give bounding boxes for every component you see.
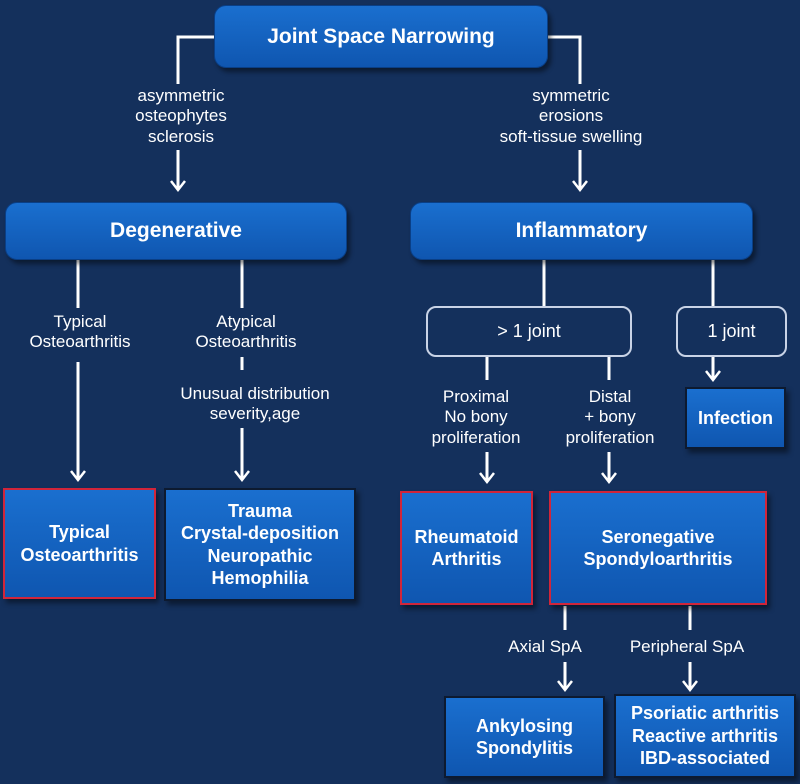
edge-root-inflammatory <box>548 35 582 84</box>
rheumatoid-arthritis-result: Rheumatoid Arthritis <box>400 491 533 605</box>
axial-spa-label: Axial SpA <box>508 637 582 656</box>
left-branch-criteria: asymmetric osteophytes sclerosis <box>135 86 227 146</box>
root-label: Joint Space Narrowing <box>267 24 495 48</box>
atypical-distribution-criteria: Unusual distribution severity,age <box>180 384 330 424</box>
right-branch-criteria: symmetric erosions soft-tissue swelling <box>499 86 643 146</box>
seronegative-spondyloarthritis-node: Seronegative Spondyloarthritis <box>549 491 767 605</box>
typical-oa-result: Typical Osteoarthritis <box>3 488 156 599</box>
multi-joint-node: > 1 joint <box>426 306 632 357</box>
peripheral-spa-label: Peripheral SpA <box>629 637 745 656</box>
single-joint-node: 1 joint <box>676 306 787 357</box>
degenerative-node: Degenerative <box>5 202 347 260</box>
inflammatory-node: Inflammatory <box>410 202 753 260</box>
atypical-oa-criteria: Atypical Osteoarthritis <box>195 312 297 352</box>
root-node: Joint Space Narrowing <box>214 5 548 68</box>
atypical-oa-result: Trauma Crystal-deposition Neuropathic He… <box>164 488 356 601</box>
peripheral-spa-result: Psoriatic arthritis Reactive arthritis I… <box>614 694 796 778</box>
infection-result: Infection <box>685 387 786 449</box>
edge-root-degenerative <box>176 35 215 84</box>
distal-criteria: Distal + bony proliferation <box>565 387 655 447</box>
ankylosing-spondylitis-result: Ankylosing Spondylitis <box>444 696 605 778</box>
typical-oa-criteria: Typical Osteoarthritis <box>29 312 131 352</box>
proximal-criteria: Proximal No bony proliferation <box>431 387 521 447</box>
